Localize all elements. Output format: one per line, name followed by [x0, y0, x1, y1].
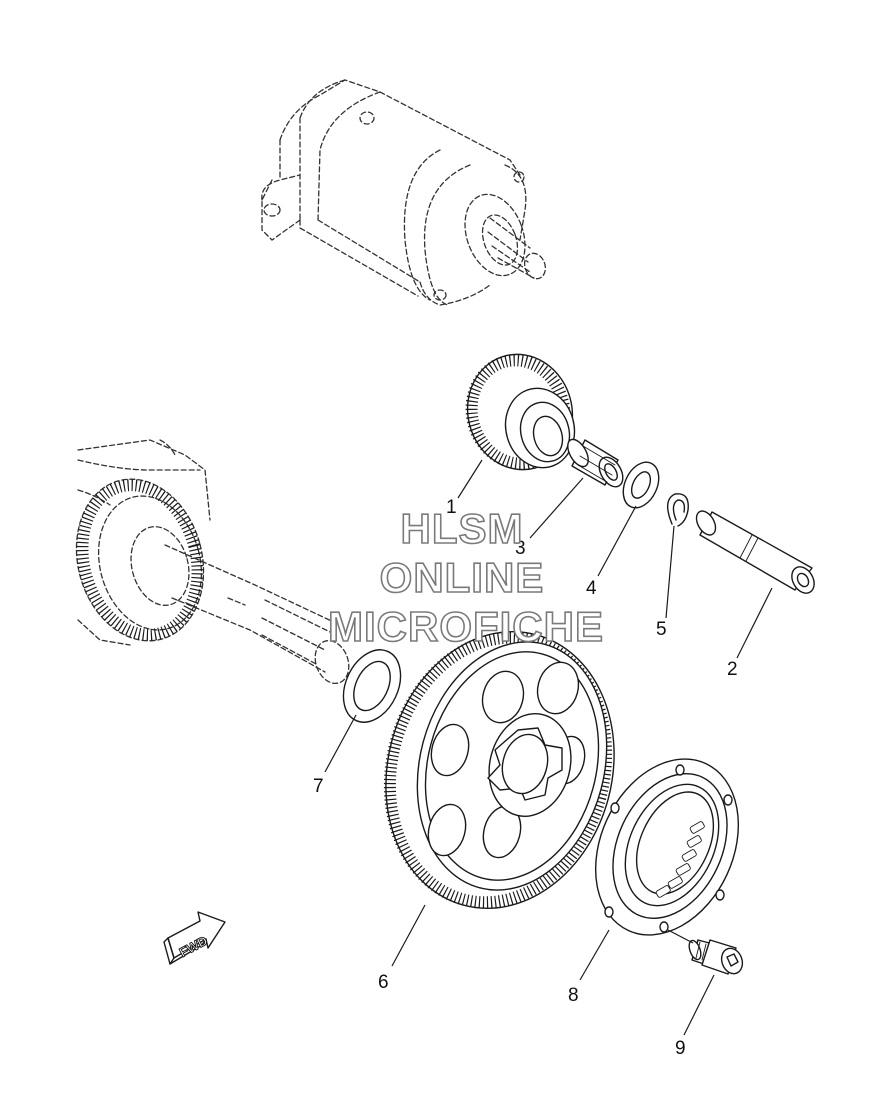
callout-1: 1	[446, 497, 457, 518]
leader-lines	[324, 459, 773, 1036]
part-6-starter-wheel-gear	[383, 630, 615, 910]
part-5-circlip	[667, 493, 689, 527]
watermark: HLSM ONLINE MICROFICHE	[327, 504, 604, 651]
part-1-idle-gear	[465, 353, 576, 471]
callout-labels: 1 2 3 4 5 6 7 8 9	[313, 497, 738, 1059]
callout-3: 3	[515, 538, 526, 559]
callout-5: 5	[656, 619, 667, 640]
part-7-washer	[342, 649, 402, 723]
part-9-bolt	[688, 939, 744, 975]
callout-6: 6	[378, 972, 389, 993]
part-3-needle-bearing	[567, 438, 624, 488]
starter-motor-outline	[261, 79, 547, 306]
callout-2: 2	[727, 659, 738, 680]
watermark-line-3: MICROFICHE	[328, 603, 604, 650]
part-8-one-way-clutch	[594, 758, 740, 936]
fwd-arrow-icon: FWD	[163, 911, 226, 965]
callout-8: 8	[568, 985, 579, 1006]
callout-4: 4	[586, 578, 597, 599]
crankshaft-outline	[75, 439, 350, 685]
part-4-washer	[622, 461, 660, 509]
watermark-line-1: HLSM	[401, 505, 524, 552]
watermark-line-2: ONLINE	[380, 554, 545, 601]
callout-9: 9	[675, 1038, 686, 1059]
callout-7: 7	[313, 776, 324, 797]
part-2-shaft	[695, 510, 815, 594]
